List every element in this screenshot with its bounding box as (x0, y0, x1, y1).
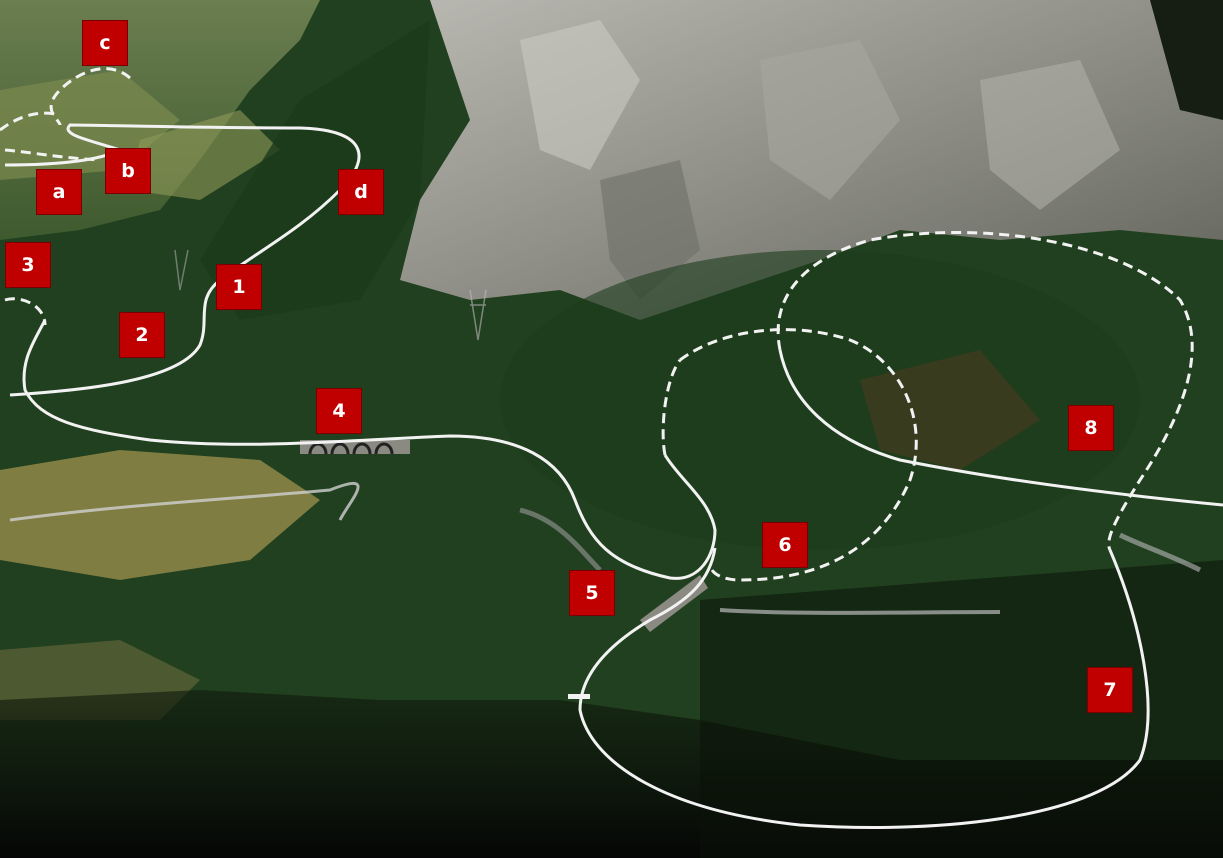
marker-d: d (338, 169, 384, 215)
tunnel-dashed-8 (776, 231, 1194, 551)
tunnel-dashed-c (49, 67, 132, 126)
marker-5: 5 (569, 570, 615, 616)
marker-b: b (105, 148, 151, 194)
marker-c: c (82, 20, 128, 66)
marker-3: 3 (5, 242, 51, 288)
tunnel-dashed-3 (4, 297, 47, 326)
tunnel-dashed-6 (679, 328, 918, 582)
railway-route (4, 123, 361, 397)
marker-7: 7 (1087, 667, 1133, 713)
lower-meadow (0, 450, 320, 580)
marker-1: 1 (216, 264, 262, 310)
marker-2: 2 (119, 312, 165, 358)
road (9, 482, 360, 522)
marker-8: 8 (1068, 405, 1114, 451)
marker-6: 6 (762, 522, 808, 568)
marker-a: a (36, 169, 82, 215)
marker-4: 4 (316, 388, 362, 434)
